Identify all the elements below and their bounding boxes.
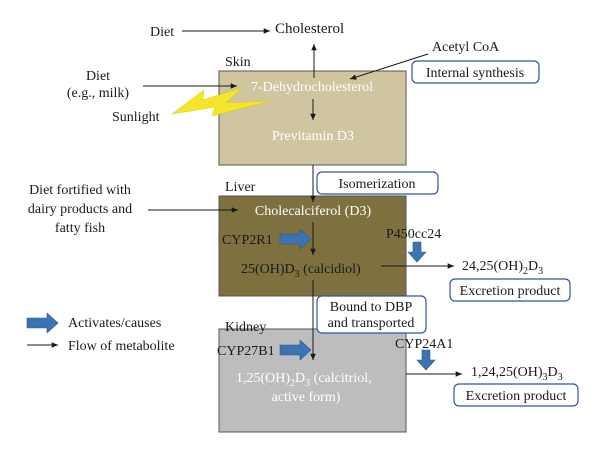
previtamin-label: Previtamin D3 (272, 129, 354, 144)
diet-milk-label-line2: (e.g., milk) (67, 86, 130, 101)
kidney-label: Kidney (225, 320, 266, 335)
p450cc24-activator-arrow-icon (407, 241, 427, 263)
internal-synthesis-label: Internal synthesis (426, 66, 524, 81)
cyp2r1-activator-arrow-icon (279, 228, 312, 250)
legend-flow-label: Flow of metabolite (68, 339, 175, 354)
acetyl-coa-arrow (349, 53, 429, 80)
bound-dbp-label-line1: Bound to DBP (330, 300, 413, 315)
skin-label: Skin (225, 55, 251, 70)
cholesterol-label: Cholesterol (275, 21, 344, 37)
diet-fortified-label-line3: fatty fish (55, 221, 105, 236)
excretion-product-callout-2 (453, 383, 579, 407)
acetyl-coa-label: Acetyl CoA (432, 40, 500, 55)
internal-synthesis-callout (411, 60, 540, 84)
diet-milk-label-line1: Diet (86, 69, 110, 84)
isomerization-callout (316, 171, 439, 195)
cholecalciferol-label: Cholecalciferol (D3) (255, 204, 372, 219)
cyp24a1-label: CYP24A1 (395, 337, 453, 352)
p450cc24-label: P450cc24 (386, 227, 441, 242)
diet-fortified-label-line1: Diet fortified with (29, 183, 131, 198)
isomerization-label: Isomerization (339, 177, 416, 192)
legend-activates-label: Activates/causes (68, 316, 161, 331)
legend-activator-arrow-icon (26, 312, 59, 334)
bound-dbp-callout (316, 295, 427, 334)
sunlight-label: Sunlight (112, 110, 160, 125)
trihydroxy-label: 1,24,25(OH)3D3 (471, 365, 563, 383)
cyp24a1-activator-arrow-icon (416, 349, 436, 371)
bound-dbp-label-line2: and transported (328, 316, 415, 331)
excretion-product-label-1: Excretion product (460, 284, 561, 299)
liver-label: Liver (225, 180, 256, 195)
excretion-product-label-2: Excretion product (466, 389, 567, 404)
excretion-product-callout-1 (449, 278, 571, 302)
dihydroxy-24-25-label: 24,25(OH)2D3 (462, 259, 543, 277)
cyp27b1-label: CYP27B1 (217, 344, 275, 359)
calcidiol-label: 25(OH)D3 (calcidiol) (241, 262, 361, 280)
sunlight-bolt-icon (171, 87, 271, 117)
cyp27b1-activator-arrow-icon (279, 339, 312, 361)
active-form-label: active form) (272, 390, 341, 405)
calcitriol-label: 1,25(OH)2D3 (calcitriol, (236, 371, 372, 389)
cyp2r1-label: CYP2R1 (222, 233, 273, 248)
diet-top-label: Diet (150, 25, 174, 40)
dehydrocholesterol-label: 7-Dehydrocholesterol (251, 80, 373, 95)
diet-fortified-label-line2: dairy products and (28, 202, 132, 217)
